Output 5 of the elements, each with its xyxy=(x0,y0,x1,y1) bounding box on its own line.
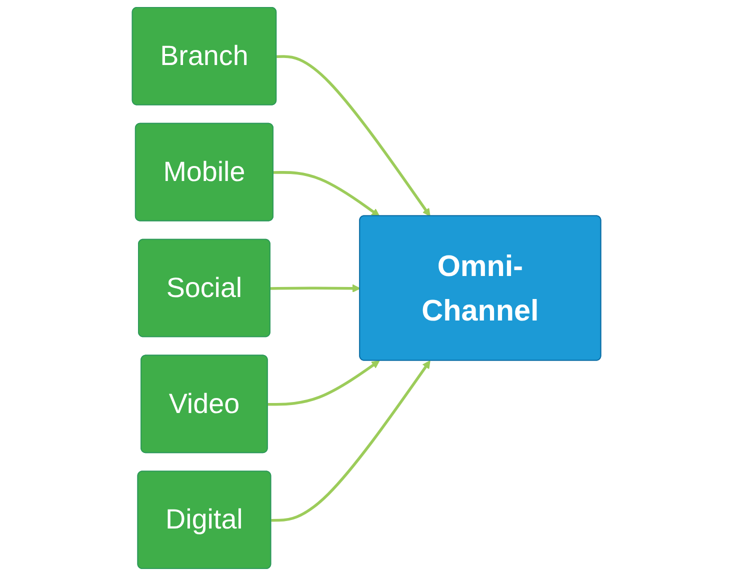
arrow xyxy=(276,55,430,216)
arrow xyxy=(271,360,430,522)
arrow xyxy=(273,171,380,216)
arrow xyxy=(268,360,380,406)
arrow xyxy=(270,284,360,292)
